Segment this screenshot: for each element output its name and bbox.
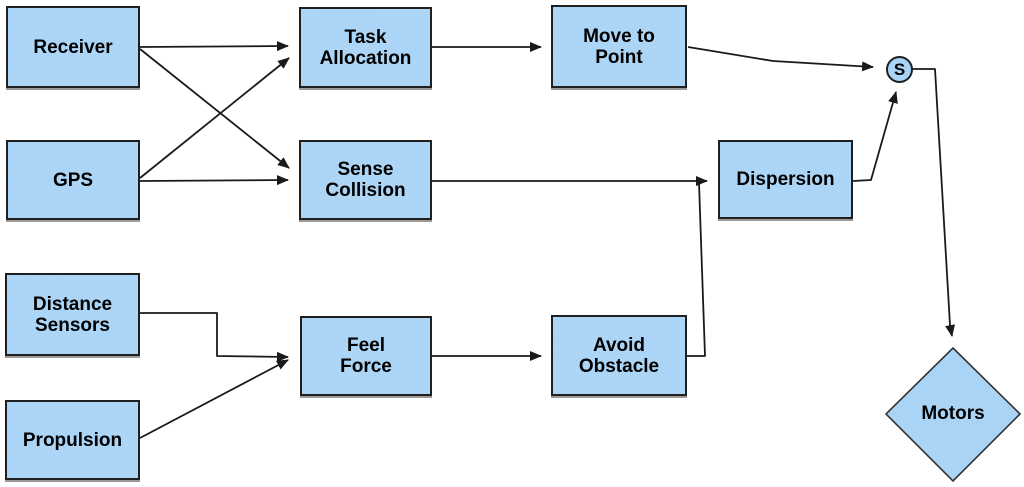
node-sense-collision: Sense Collision [299,140,432,220]
edge-gps-sense-collision [139,175,289,186]
node-distance-sensors-label: Distance Sensors [32,293,113,336]
edge-dispersion-sum [852,91,898,182]
edge-receiver-sense-collision [139,48,290,169]
edge-gps-task-allocation [139,57,290,179]
motors-diamond-shape [884,346,1022,483]
edge-sum-motors [912,68,955,337]
node-feel-force: Feel Force [300,316,432,396]
node-sense-collision-label: Sense Collision [325,159,406,201]
node-avoid-obstacle-label: Avoid Obstacle [578,334,660,377]
node-propulsion: Propulsion [5,400,140,480]
node-propulsion-label: Propulsion [22,429,123,451]
node-dispersion-label: Dispersion [736,169,835,190]
node-task-allocation: Task Allocation [299,7,432,88]
node-task-allocation-label: Task Allocation [319,26,412,69]
node-move-to-point-label: Move to Point [583,25,655,68]
edge-move-to-point-sum [687,46,874,72]
sum-junction-label: S [893,60,906,79]
edge-distance-sensors-feel-force [140,312,289,362]
node-move-to-point: Move to Point [551,5,687,88]
node-sum-junction: S [886,56,913,83]
node-receiver-label: Receiver [33,36,113,58]
edge-propulsion-feel-force [139,359,289,439]
node-gps-label: GPS [52,169,94,191]
node-feel-force-label: Feel Force [340,335,392,377]
edge-receiver-task-allocation [139,41,289,52]
node-gps: GPS [6,140,140,220]
node-motors-label: Motors [921,403,985,424]
node-distance-sensors: Distance Sensors [5,273,140,356]
node-avoid-obstacle: Avoid Obstacle [551,315,687,396]
node-dispersion: Dispersion [718,140,853,219]
edge-avoid-obstacle-dispersion [687,182,706,357]
node-receiver: Receiver [6,6,140,88]
